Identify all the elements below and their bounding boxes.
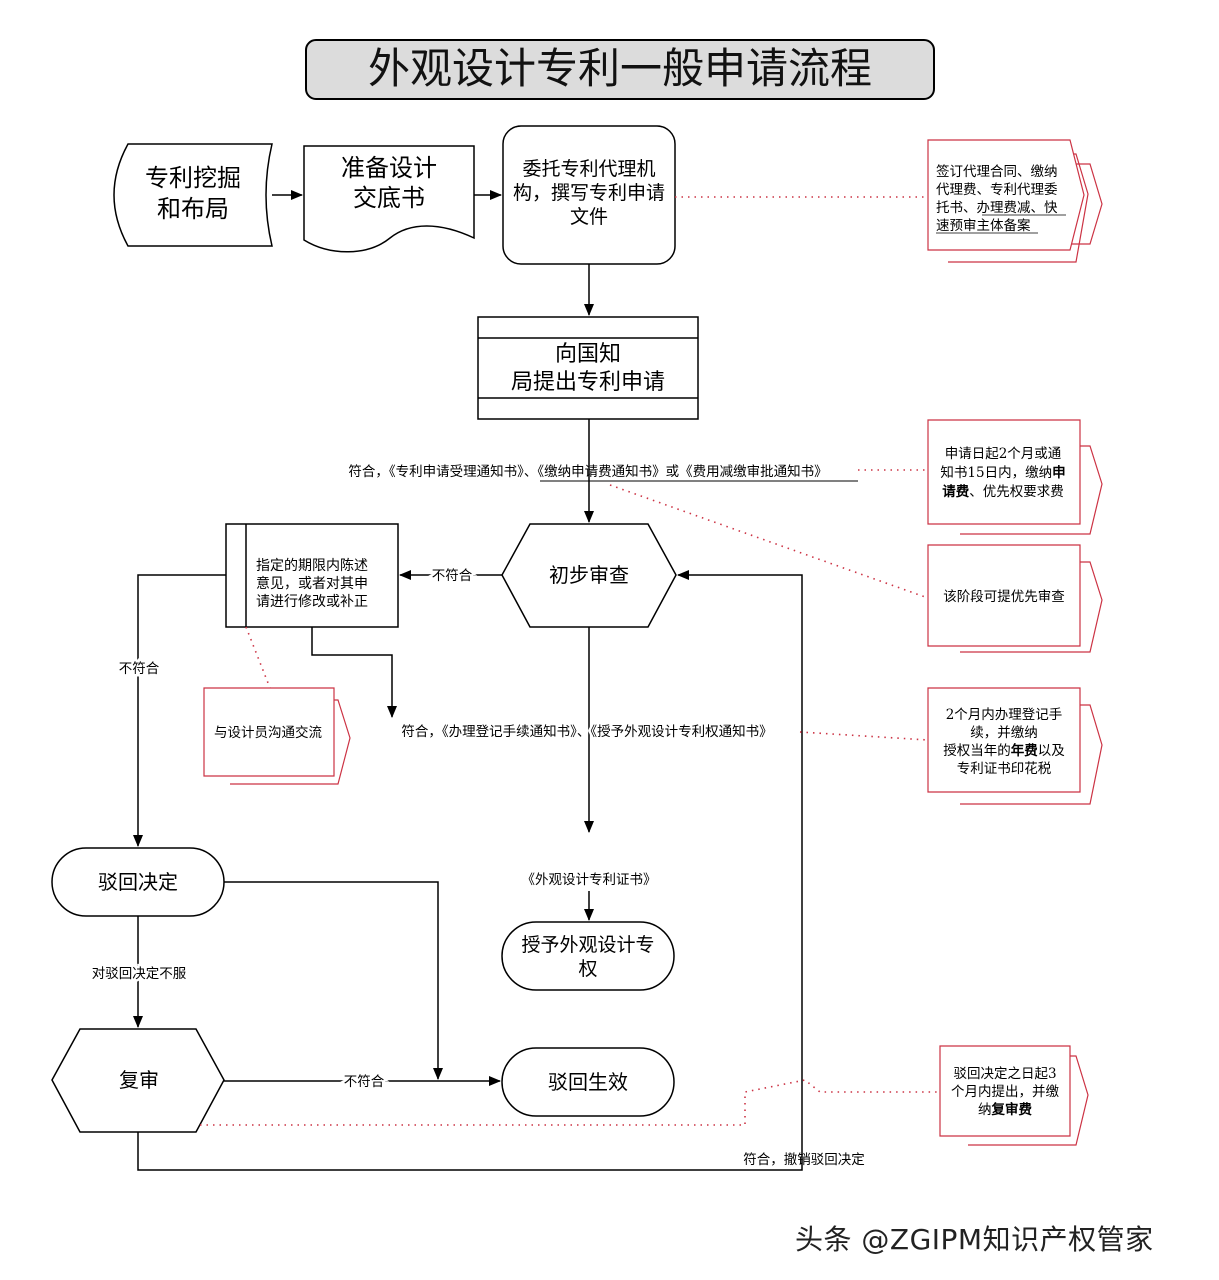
review-note-text-line-1-seg-0: 个月内提出，并缴 bbox=[951, 1084, 1059, 1100]
review-note-text-line-0-seg-0: 驳回决定之日起3 bbox=[953, 1066, 1056, 1082]
register-note-text-line-1-seg-0: 续，并缴纳 bbox=[970, 725, 1038, 741]
fee-note-text: 申请日起2个月或通知书15日内，缴纳申请费、优先权要求费 bbox=[940, 446, 1065, 500]
grant-node bbox=[501, 921, 675, 991]
agency-label-2: 构，撰写专利申请 bbox=[513, 182, 665, 204]
arrow-reject-effect bbox=[224, 881, 443, 1080]
title-box bbox=[305, 39, 935, 100]
mining-label-1: 专利挖掘 bbox=[145, 164, 241, 192]
communicate-label: 与设计员沟通交流 bbox=[214, 724, 322, 741]
submit-label-2: 局提出专利申请 bbox=[511, 370, 665, 395]
dots-communicate bbox=[245, 626, 271, 689]
watermark: 头条 @ZGIPM知识产权管家 bbox=[795, 1223, 1154, 1256]
register-note-text-line-2-seg-0: 授权当年的 bbox=[943, 742, 1011, 759]
mining-node bbox=[113, 143, 273, 247]
prepare-label-1: 准备设计 bbox=[341, 154, 437, 182]
accept-notice-label: 符合，《专利申请受理通知书》、《缴纳申请费通知书》或《费用减缴审批通知书》 bbox=[348, 463, 827, 480]
prelim-label: 初步审查 bbox=[549, 563, 629, 587]
prepare-label-2: 交底书 bbox=[353, 184, 425, 212]
agency-note-line-4: 速预审主体备案 bbox=[936, 217, 1031, 234]
review-note-text-line-2-seg-1: 复审费 bbox=[991, 1101, 1033, 1118]
arrow-revoke-loop bbox=[137, 570, 803, 1171]
fee-note-text-line-0-seg-0: 申请日起2个月或通 bbox=[945, 446, 1062, 462]
communicate-note: 与设计员沟通交流 bbox=[203, 687, 351, 785]
reject-effect-node bbox=[501, 1047, 675, 1117]
amend-label-3: 请进行修改或补正 bbox=[256, 594, 368, 610]
amend-label-1: 指定的期限内陈述 bbox=[256, 557, 368, 574]
amend-label-2: 意见，或者对其申 bbox=[256, 575, 368, 592]
arrow-amend-register bbox=[311, 627, 397, 718]
agency-note-line-2: 代理费、专利代理委 bbox=[936, 182, 1058, 198]
dots-register-note bbox=[799, 731, 929, 741]
review-note-text-line-2-seg-0: 纳 bbox=[978, 1102, 992, 1118]
agency-note: 签订代理合同、缴纳 代理费、专利代理委 托书、办理费减、快 速预审主体备案 bbox=[927, 139, 1103, 263]
not-conform-label-1: 不符合 bbox=[432, 568, 473, 584]
review-note: 驳回决定之日起3 个月内提出，并缴纳复审费 bbox=[939, 1045, 1089, 1146]
fee-note-text-line-1-seg-0: 知书15日内，缴纳 bbox=[940, 464, 1052, 481]
reject-effect-label: 驳回生效 bbox=[548, 1070, 628, 1094]
agency-note-line-1: 签订代理合同、缴纳 bbox=[936, 163, 1058, 180]
agency-label-1: 委托专利代理机 bbox=[522, 158, 655, 180]
review-label: 复审 bbox=[119, 1068, 159, 1092]
fee-note-text-line-2-seg-0: 请费 bbox=[942, 483, 970, 500]
register-notice-label: 符合，《办理登记手续通知书》、《授予外观设计专利权通知书》 bbox=[401, 723, 772, 740]
certificate-label: 《外观设计专利证书》 bbox=[522, 872, 657, 888]
revoke-label: 符合，撤销驳回决定 bbox=[743, 1152, 865, 1168]
agency-note-line-3: 托书、办理费减、快 bbox=[936, 200, 1058, 216]
priority-note: 该阶段可提优先审查 bbox=[927, 544, 1103, 653]
mining-label-2: 和布局 bbox=[157, 195, 229, 223]
prepare-node bbox=[303, 145, 475, 253]
priority-note-text: 该阶段可提优先审查 bbox=[943, 589, 1065, 605]
fee-note-text-line-2-seg-1: 、优先权要求费 bbox=[969, 483, 1064, 500]
register-note-text-line-3-seg-0: 专利证书印花税 bbox=[957, 761, 1052, 777]
not-conform-label-3: 不符合 bbox=[344, 1074, 385, 1090]
prelim-node bbox=[501, 523, 677, 628]
disagree-label: 对驳回决定不服 bbox=[92, 966, 187, 982]
grant-label-1: 授予外观设计专 bbox=[521, 934, 654, 956]
fee-note: 申请日起2个月或通知书15日内，缴纳申请费、优先权要求费 bbox=[927, 419, 1103, 535]
review-note-text: 驳回决定之日起3 个月内提出，并缴纳复审费 bbox=[951, 1066, 1059, 1118]
fee-note-text-line-1-seg-1: 申 bbox=[1052, 464, 1066, 481]
page-title: 外观设计专利一般申请流程 bbox=[368, 44, 872, 93]
agency-label-3: 文件 bbox=[570, 206, 608, 228]
not-conform-label-2: 不符合 bbox=[119, 661, 160, 677]
review-node bbox=[51, 1028, 225, 1133]
register-note-text-line-2-seg-1: 年费 bbox=[1011, 742, 1039, 759]
register-note-text: 2个月内办理登记手续，并缴纳授权当年的年费以及专利证书印花税 bbox=[943, 707, 1065, 777]
register-note: 2个月内办理登记手续，并缴纳授权当年的年费以及专利证书印花税 bbox=[927, 687, 1103, 805]
submit-node bbox=[477, 316, 699, 420]
register-note-text-line-2-seg-2: 以及 bbox=[1038, 743, 1066, 759]
grant-label-2: 权 bbox=[578, 958, 597, 980]
submit-label-1: 向国知 bbox=[555, 342, 621, 367]
reject-label: 驳回决定 bbox=[98, 870, 178, 894]
register-note-text-line-0-seg-0: 2个月内办理登记手 bbox=[946, 707, 1063, 723]
arrow-amend-reject bbox=[133, 574, 226, 847]
